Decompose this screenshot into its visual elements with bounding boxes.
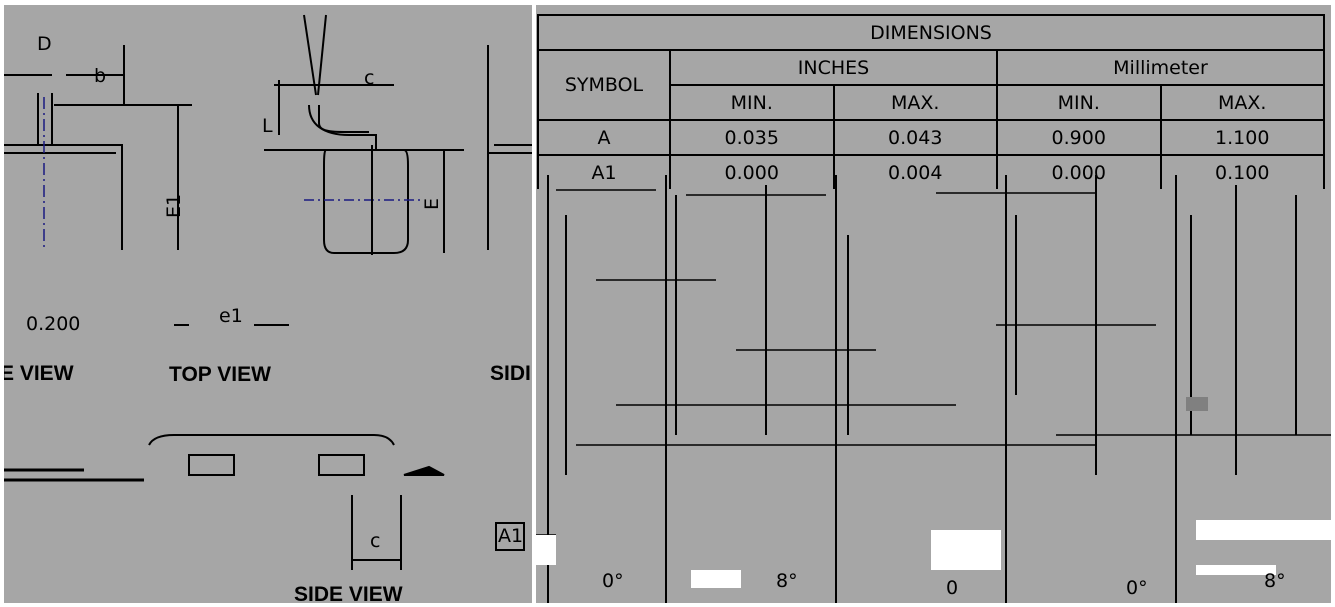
- gull-wing-lead-inner: [318, 105, 369, 133]
- angle-lines: [303, 14, 327, 96]
- inches-header: INCHES: [669, 49, 998, 86]
- table-row: A 0.035 0.043 0.900 1.100: [537, 119, 1325, 156]
- sub-header-inch-max: MAX.: [832, 84, 998, 121]
- top-view-body: [323, 149, 409, 254]
- bottom-cell-1: 8°: [776, 570, 798, 592]
- millimeter-header: Millimeter: [996, 49, 1325, 86]
- noise-vertical-lines: [547, 175, 1297, 603]
- label-l: L: [262, 115, 273, 137]
- bottom-cell-2: 0: [946, 577, 959, 599]
- drawing-lines: [4, 14, 532, 570]
- view-title-side-left: E VIEW: [4, 362, 74, 385]
- cell-mm-max: 0.100: [1159, 154, 1325, 189]
- bottom-leads: [188, 454, 365, 476]
- label-c-bottom: c: [370, 530, 381, 552]
- noise-horizontal-lines: [536, 189, 1331, 536]
- bottom-cell-0: 0°: [602, 570, 624, 592]
- sub-header-mm-min: MIN.: [996, 84, 1162, 121]
- cell-inch-min: 0.000: [669, 154, 835, 189]
- label-b: b: [94, 65, 107, 87]
- body-outline-left: [4, 144, 123, 250]
- noise-white-patches: [536, 520, 1331, 588]
- bottom-cell-3: 0°: [1126, 577, 1148, 599]
- cell-mm-min: 0.900: [996, 119, 1162, 156]
- cell-symbol: A: [537, 119, 671, 156]
- table-title: DIMENSIONS: [537, 14, 1325, 51]
- noise-gray-patches: [1186, 397, 1208, 411]
- arrow-head: [403, 465, 445, 476]
- a1-box: [495, 522, 525, 551]
- label-pitch-value: 0.200: [26, 313, 81, 335]
- cell-inch-min: 0.035: [669, 119, 835, 156]
- view-title-side-right: SIDI: [490, 362, 531, 385]
- cell-mm-min: 0.000: [996, 154, 1162, 189]
- cell-inch-max: 0.043: [832, 119, 998, 156]
- view-title-top: TOP VIEW: [169, 363, 271, 386]
- label-c: c: [364, 67, 375, 89]
- sub-header-inch-min: MIN.: [669, 84, 835, 121]
- side-right-outline: [487, 45, 532, 250]
- view-title-side-bottom: SIDE VIEW: [294, 583, 403, 603]
- cell-symbol: A1: [537, 154, 671, 189]
- dimensions-table-panel: DIMENSIONS SYMBOL INCHES Millimeter MIN.…: [536, 5, 1331, 603]
- sub-header-mm-max: MAX.: [1159, 84, 1325, 121]
- label-e1-pitch: e1: [219, 305, 243, 327]
- table-row: A1 0.000 0.004 0.000 0.100: [537, 154, 1325, 189]
- label-e: E: [421, 197, 444, 211]
- bottom-body-outline: [148, 434, 395, 446]
- illegible-region: [536, 175, 1331, 603]
- lead-outline: [37, 93, 53, 146]
- label-e1: E1: [163, 193, 186, 219]
- symbol-header: SYMBOL: [537, 49, 671, 121]
- seating-plane: [4, 468, 144, 482]
- cell-mm-max: 1.100: [1159, 119, 1325, 156]
- cell-inch-max: 0.004: [832, 154, 998, 189]
- label-a1: A1: [498, 525, 524, 547]
- label-d: D: [37, 33, 52, 55]
- dimensions-table: DIMENSIONS SYMBOL INCHES Millimeter MIN.…: [537, 14, 1325, 189]
- bottom-cell-4: 8°: [1264, 570, 1286, 592]
- mechanical-drawing: D b c L E1 E e1 0.200 c A1 E VIEW TOP VI…: [4, 5, 532, 603]
